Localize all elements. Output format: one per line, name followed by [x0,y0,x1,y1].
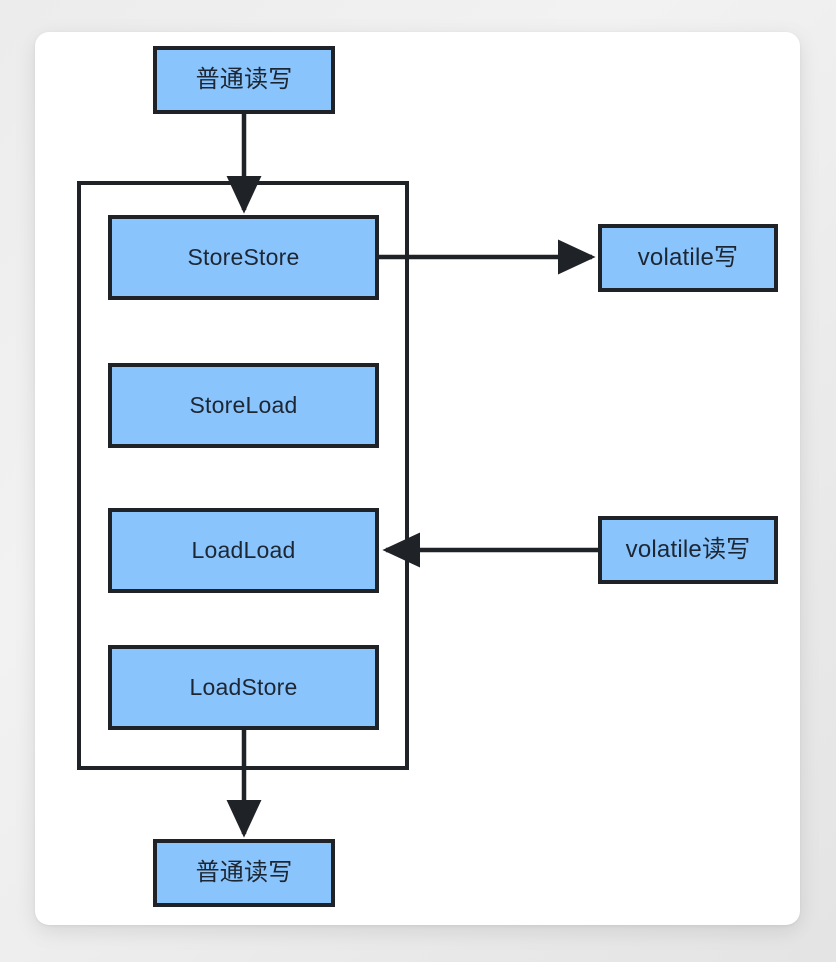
node-label: volatile读写 [625,536,751,563]
node-volatile-write[interactable]: volatile写 [598,224,778,292]
node-label: volatile写 [637,244,739,271]
node-store-load-barrier[interactable]: StoreLoad [108,363,379,448]
node-volatile-read-write[interactable]: volatile读写 [598,516,778,584]
node-store-store-barrier[interactable]: StoreStore [108,215,379,300]
node-label: 普通读写 [195,859,293,886]
node-load-store-barrier[interactable]: LoadStore [108,645,379,730]
node-label: StoreLoad [189,392,298,418]
node-top-ordinary-read-write[interactable]: 普通读写 [153,46,335,114]
node-label: LoadLoad [191,537,296,563]
node-load-load-barrier[interactable]: LoadLoad [108,508,379,593]
node-label: 普通读写 [195,66,293,93]
node-bottom-ordinary-read-write[interactable]: 普通读写 [153,839,335,907]
node-label: StoreStore [187,244,300,270]
node-label: LoadStore [189,674,298,700]
diagram-panel [35,32,800,925]
